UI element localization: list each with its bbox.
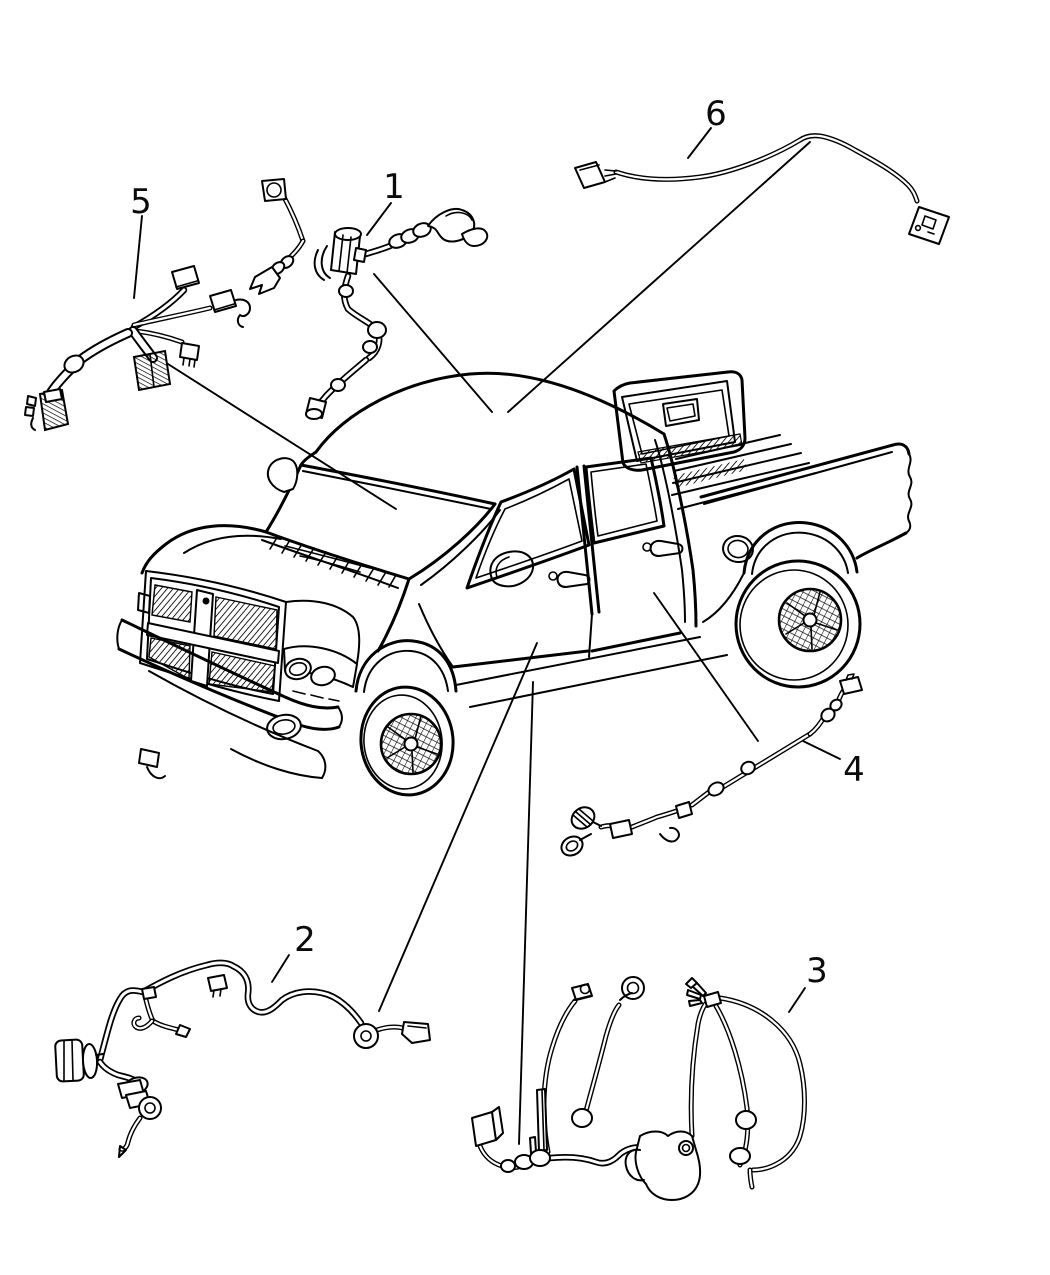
harness-1-knot [313,227,367,281]
harness-4-pointer-line [653,592,759,742]
grille-emblem [202,597,210,605]
driver-side-mirror [266,457,299,493]
front-wheel [354,639,458,797]
callout-1-leader [366,202,392,236]
harness-3-pointer-line [518,681,534,1145]
harness-3-illustration [471,976,805,1201]
callout-5: 5 [130,182,152,222]
rear-door-window [584,456,666,545]
harness-5-end-connector [24,388,70,432]
windshield-cowl-hatching [269,535,397,588]
front-door-handle [556,570,591,588]
truck-bed [612,370,913,564]
harness-2-end-connector [401,1021,431,1044]
callout-4-leader [802,740,841,760]
callout-2: 2 [294,920,316,960]
ring-terminal [560,835,584,857]
harness-2-illustration [54,963,431,1158]
callout-3-leader [788,987,806,1013]
harness-2-grommet [353,1023,379,1049]
bed-rack-window [662,398,700,427]
rear-door-handle [649,539,684,557]
harness-1-pointer-line [373,273,493,413]
harness-2-lower-cluster [117,1076,162,1158]
harness-4-illustration [560,673,863,857]
harness-3-eyelet [621,976,645,1000]
harness-5-pointer-line [167,363,397,510]
callout-6-leader [687,127,712,159]
harness-6-pointer-line [507,141,811,413]
harness-6-end-connector [908,206,950,245]
callout-6: 6 [705,94,727,134]
harness-6-illustration [574,136,950,245]
harness-1-illustration [249,178,489,420]
doors-and-windows [418,456,745,708]
callout-5-leader [133,215,143,299]
passenger-mirror-through-glass [489,550,535,588]
callout-4: 4 [843,750,865,790]
leader-lines [133,127,841,1145]
callout-1: 1 [383,167,405,207]
cab-and-roof [261,371,698,628]
grille [137,570,287,702]
harness-2-barrel-connector [54,1038,104,1083]
tow-hook [138,748,166,780]
harness-3-reservoir [624,1130,702,1201]
harness-4-end-connector [839,676,863,695]
harness-2-pointer-line [378,642,538,1012]
callout-3: 3 [806,951,828,991]
hood [140,524,411,653]
headlights [283,599,361,702]
harness-3-splay-connector [685,977,722,1008]
front-door-window [465,467,591,590]
truck-illustration [116,370,913,797]
harness-5-illustration [24,265,251,432]
torn-edge [905,453,913,534]
harness-3-left-connector [471,1106,504,1147]
front-bumper [116,618,343,780]
callout-2-leader [271,954,290,983]
callout-labels: 1 2 3 4 5 6 [130,94,865,991]
rear-wheel [734,520,862,689]
